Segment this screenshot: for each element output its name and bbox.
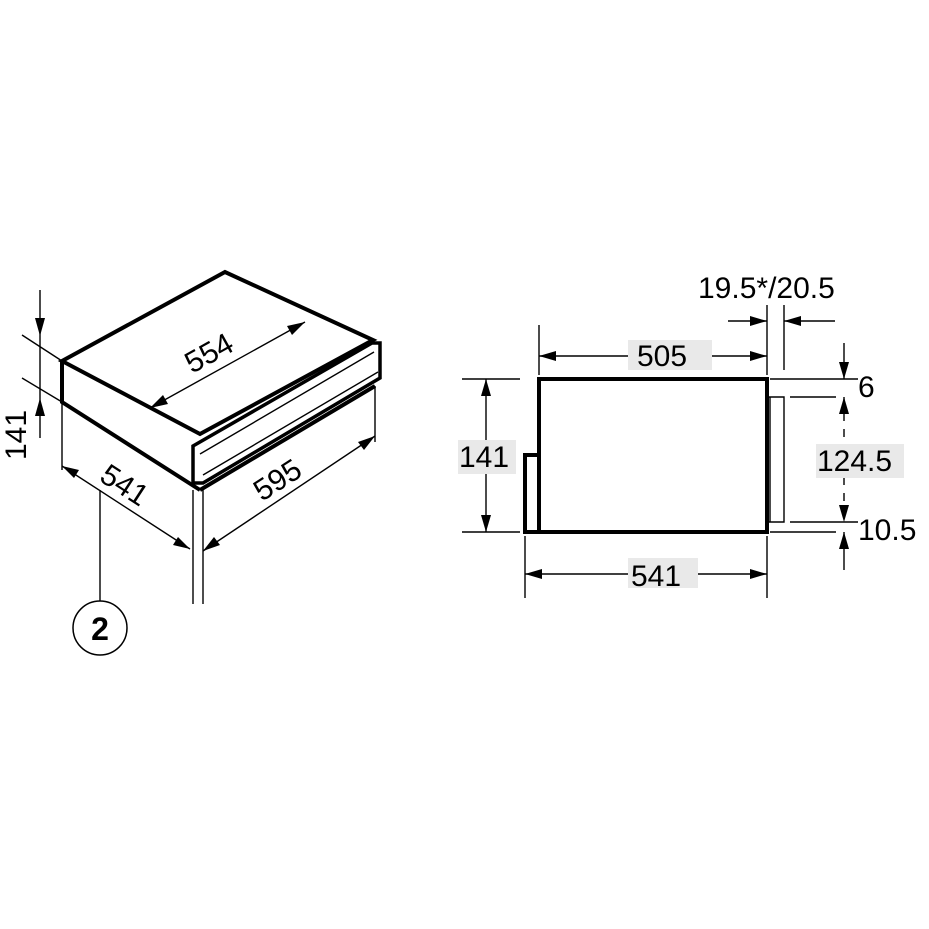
rear-stub — [523, 453, 539, 534]
callout-circle — [72, 600, 128, 656]
drawer-base-edge — [198, 384, 377, 492]
dim-line-width — [202, 435, 376, 552]
label-front-height: 124.5 — [817, 445, 892, 478]
arrow-541-end — [750, 569, 767, 579]
arrow-gap-right — [784, 316, 801, 326]
ext-line-height-top — [21, 334, 63, 362]
arrow-505-end — [750, 351, 767, 361]
arrow-width-end — [358, 436, 375, 450]
label-body-depth: 541 — [94, 458, 154, 513]
label-body-depth-505: 505 — [637, 340, 687, 373]
front-panel-inner-edge-2 — [202, 371, 379, 476]
body-rect — [537, 377, 769, 534]
front-panel-inner-edge — [199, 351, 375, 455]
drawer-front-panel — [191, 341, 382, 485]
label-505-bg — [628, 340, 712, 370]
dim-line-depth — [149, 321, 306, 409]
arrow-141-down — [481, 515, 491, 532]
arrow-6-down — [839, 362, 849, 379]
label-141-bg — [458, 440, 516, 474]
front-panel-side — [767, 396, 785, 523]
label-width: 595 — [248, 453, 308, 508]
arrow-124-up — [839, 397, 849, 414]
arrow-141-up — [481, 379, 491, 396]
arrow-depth-start — [150, 395, 168, 408]
label-124-bg — [816, 444, 904, 478]
arrow-541-start — [525, 569, 542, 579]
arrow-gap-left — [750, 316, 767, 326]
arrow-body-end — [173, 537, 190, 549]
arrow-depth-end — [287, 322, 305, 335]
arrow-505-start — [539, 351, 556, 361]
label-bottom-offset: 10.5 — [858, 514, 916, 547]
ext-line-height-bottom — [21, 377, 63, 403]
label-side-height: 141 — [459, 441, 509, 474]
callout-number: 2 — [91, 611, 109, 647]
label-541-bg — [628, 558, 698, 588]
label-top-gap: 19.5*/20.5 — [698, 272, 835, 305]
arrow-124-down — [839, 505, 849, 522]
dim-line-body-depth — [61, 465, 191, 550]
drawer-top-face — [57, 269, 378, 437]
label-top-offset: 6 — [858, 371, 875, 404]
arrow-up — [35, 398, 45, 416]
arrow-body-start — [62, 466, 79, 478]
label-height: 141 — [0, 410, 33, 460]
side-view: 19.5*/20.5 505 141 541 6 — [458, 272, 916, 598]
label-overall-depth: 541 — [631, 560, 681, 593]
arrow-down — [35, 318, 45, 336]
arrow-width-start — [203, 537, 220, 551]
perspective-view: 141 554 595 541 2 — [0, 269, 382, 656]
arrow-10-up — [839, 532, 849, 549]
